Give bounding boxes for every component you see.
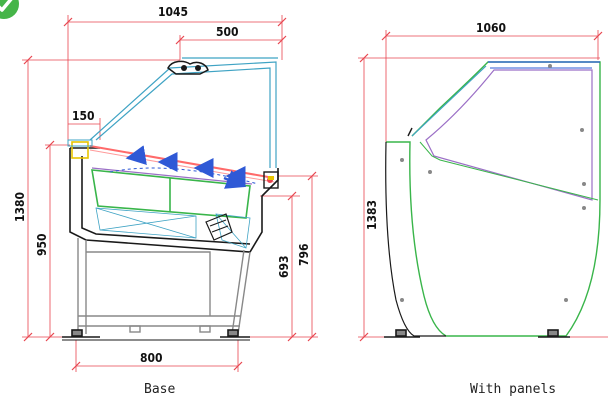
dim-height-shelf: 796: [297, 243, 311, 266]
dim-width-small: 150: [72, 109, 95, 123]
base-feet: [62, 329, 250, 338]
base-stand: [77, 238, 251, 335]
cooling-unit: [95, 207, 251, 249]
panel-bolts: [400, 64, 586, 302]
dim-panels-width: 1060: [476, 21, 506, 35]
lamp-fixture: [167, 60, 209, 75]
dim-width-top: 500: [216, 25, 239, 39]
base-dimension-lines: [22, 15, 318, 372]
caption-with-panels: With panels: [470, 382, 557, 397]
dim-height-inner: 693: [277, 255, 291, 278]
panels-dimension-lines: [358, 30, 608, 338]
dim-height-total: 1380: [13, 192, 27, 222]
counter-body: [69, 147, 279, 253]
front-ledge: [71, 141, 89, 159]
glass-canopy: [89, 57, 278, 168]
side-window: [425, 69, 593, 201]
caption-base: Base: [144, 382, 176, 397]
display-tray: [91, 169, 251, 219]
dim-height-counter: 950: [35, 233, 49, 256]
control-unit: [263, 171, 279, 189]
base-drawing: 1045 500 150 1380 950 693 796 800: [13, 5, 318, 372]
dim-width-total: 1045: [158, 5, 188, 19]
panels-feet: [384, 329, 570, 338]
dim-width-base: 800: [140, 351, 163, 365]
airflow-arrows: [125, 145, 247, 189]
panels-drawing: 1060 1383: [358, 21, 608, 342]
compressor: [205, 213, 233, 241]
dim-panels-height: 1383: [365, 200, 379, 230]
side-panel-outline: [386, 61, 601, 337]
check-badge-icon: [0, 0, 19, 19]
